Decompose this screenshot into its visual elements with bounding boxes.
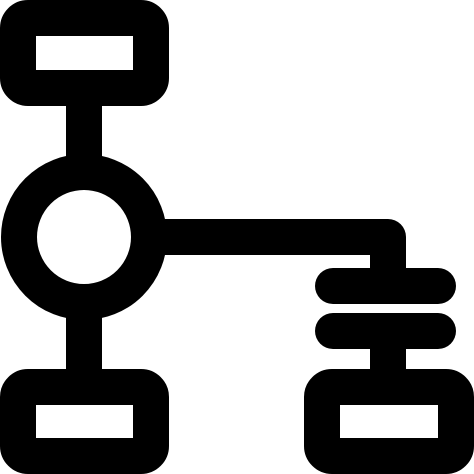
hub-circle-shape <box>1 154 167 320</box>
bottom-left-box-shape <box>0 369 169 474</box>
bottom-right-box-shape <box>304 369 474 474</box>
